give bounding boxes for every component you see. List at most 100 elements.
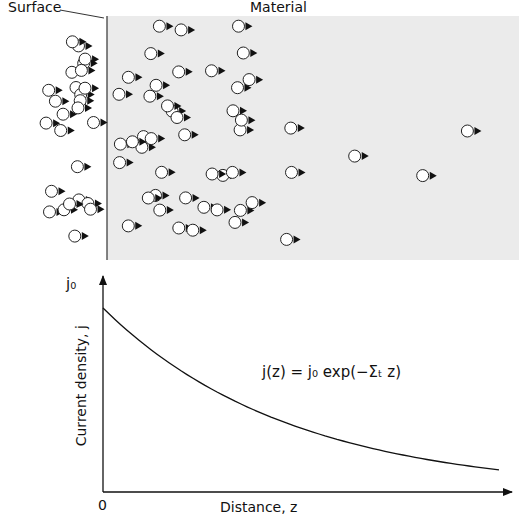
- direction-arrow: [174, 102, 181, 110]
- direction-arrow: [294, 235, 301, 243]
- direction-arrow: [298, 124, 305, 132]
- particle: [156, 166, 168, 178]
- direction-arrow: [250, 49, 257, 57]
- particle: [227, 105, 239, 117]
- attenuation-curve: [103, 308, 499, 470]
- particle: [281, 233, 293, 245]
- x-axis: [103, 491, 512, 492]
- particle: [113, 88, 125, 100]
- particle: [40, 117, 52, 129]
- direction-arrow: [244, 84, 251, 92]
- direction-arrow: [135, 73, 142, 81]
- particle: [233, 20, 245, 32]
- direction-arrow: [247, 126, 254, 134]
- particle: [417, 170, 429, 182]
- direction-arrow: [126, 90, 133, 98]
- particle: [114, 157, 126, 169]
- particle: [232, 82, 244, 94]
- particle: [286, 166, 298, 178]
- direction-arrow: [474, 127, 481, 135]
- particle: [85, 203, 97, 215]
- direction-arrow: [92, 84, 99, 92]
- direction-arrow: [240, 107, 247, 115]
- direction-arrow: [219, 170, 226, 178]
- direction-arrow: [88, 66, 95, 74]
- direction-arrow: [155, 194, 162, 202]
- particle: [246, 197, 258, 209]
- direction-arrow: [184, 113, 191, 121]
- particle: [285, 122, 297, 134]
- surface-line: [106, 16, 107, 260]
- direction-arrow: [163, 191, 170, 199]
- direction-arrow: [430, 172, 437, 180]
- direction-arrow: [62, 97, 69, 105]
- direction-arrow: [248, 116, 255, 124]
- direction-arrow: [193, 194, 200, 202]
- direction-arrow: [200, 226, 207, 234]
- direction-arrow: [245, 22, 252, 30]
- direction-arrow: [92, 55, 99, 63]
- particle: [153, 20, 165, 32]
- direction-arrow: [163, 81, 170, 89]
- direction-arrow: [192, 131, 199, 139]
- particle: [57, 108, 69, 120]
- particle: [46, 185, 58, 197]
- particle: [180, 192, 192, 204]
- direction-arrow: [259, 199, 266, 207]
- direction-arrow: [79, 38, 86, 46]
- particle: [243, 74, 255, 86]
- direction-arrow: [186, 68, 193, 76]
- particle: [145, 133, 157, 145]
- direction-arrow: [157, 92, 164, 100]
- particle: [206, 65, 218, 77]
- direction-arrow: [362, 152, 369, 160]
- direction-arrow: [166, 22, 173, 30]
- direction-arrow: [58, 187, 65, 195]
- particle: [79, 82, 91, 94]
- direction-arrow: [84, 163, 91, 171]
- direction-arrow: [298, 168, 305, 176]
- direction-arrow: [135, 222, 142, 230]
- particle: [44, 206, 56, 218]
- origin-label: 0: [98, 498, 107, 513]
- formula-label: j(z) = j₀ exp(−Σₜ z): [262, 364, 401, 381]
- particle: [211, 204, 223, 216]
- particle: [175, 24, 187, 36]
- particle: [126, 136, 138, 148]
- direction-arrow: [158, 50, 165, 58]
- direction-arrow: [68, 126, 75, 134]
- particle: [173, 222, 185, 234]
- direction-arrow: [85, 104, 92, 112]
- particle: [122, 220, 134, 232]
- surface-label: Surface: [8, 0, 61, 15]
- neutron-particles: [40, 20, 481, 245]
- particle: [114, 138, 126, 150]
- particle: [187, 224, 199, 236]
- direction-arrow: [139, 138, 146, 146]
- particle: [229, 216, 241, 228]
- particle: [235, 114, 247, 126]
- particle: [162, 100, 174, 112]
- particle: [79, 53, 91, 65]
- direction-arrow: [169, 168, 176, 176]
- particle: [150, 79, 162, 91]
- direction-arrow: [158, 135, 165, 143]
- particle: [144, 90, 156, 102]
- leader-line: [60, 10, 104, 18]
- direction-arrow: [82, 232, 89, 240]
- direction-arrow: [127, 159, 134, 167]
- particle: [75, 64, 87, 76]
- particle: [55, 125, 67, 137]
- direction-arrow: [242, 218, 249, 226]
- particle: [142, 192, 154, 204]
- particle: [88, 117, 100, 129]
- direction-arrow: [256, 76, 263, 84]
- particle: [171, 112, 183, 124]
- particle: [154, 204, 166, 216]
- particle: [237, 47, 249, 59]
- direction-arrow: [188, 26, 195, 34]
- particle: [349, 150, 361, 162]
- particle: [461, 125, 473, 137]
- particle: [71, 161, 83, 173]
- particle: [198, 201, 210, 213]
